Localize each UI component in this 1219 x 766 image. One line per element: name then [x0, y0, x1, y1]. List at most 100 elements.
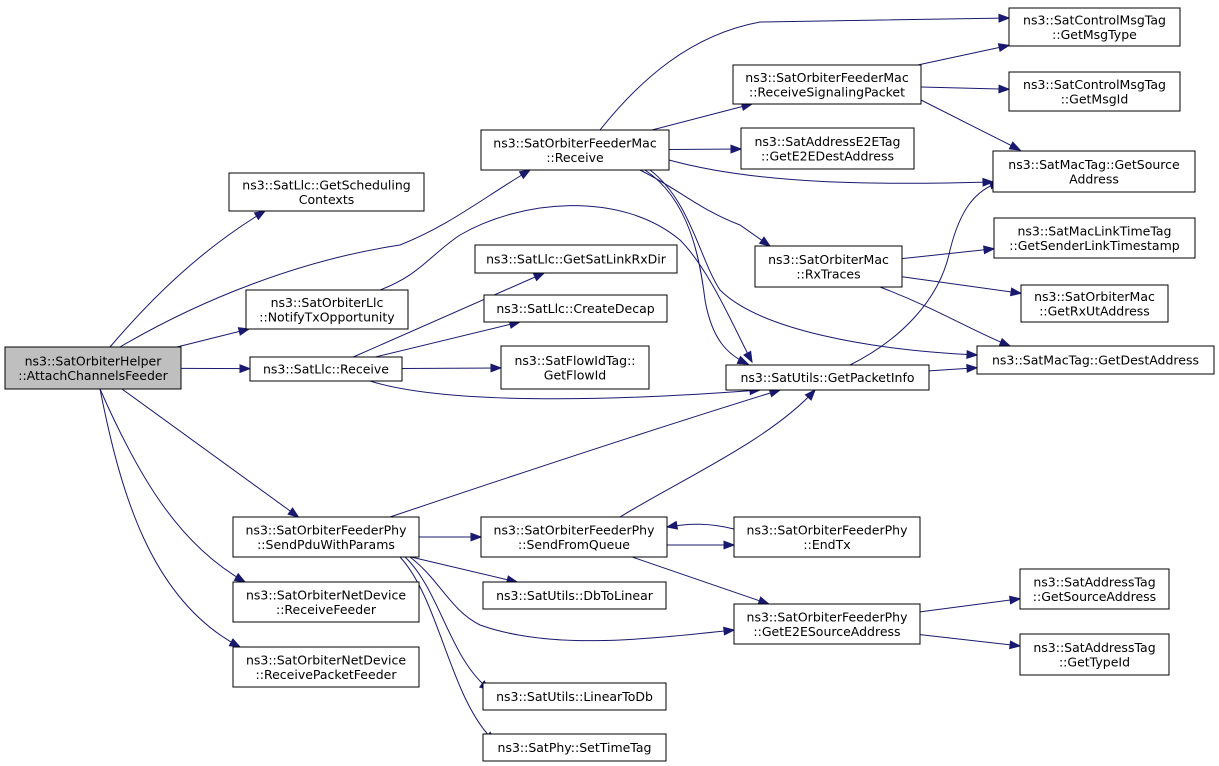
- node-label: ns3::SatMacTag::GetSource: [1008, 157, 1180, 172]
- edge-feedermac_recvsignaling-to-mactag_getsource: [920, 99, 1022, 151]
- node-feederphy-endtx[interactable]: ns3::SatOrbiterFeederPhy::EndTx: [733, 516, 921, 558]
- edge-orbitermac_rxtraces-to-maclinktimetag_getsender: [901, 245, 996, 260]
- edge-line: [119, 169, 531, 348]
- node-flowidtag-getflowid[interactable]: ns3::SatFlowIdTag::GetFlowId: [500, 345, 650, 390]
- node-box: [1008, 71, 1181, 112]
- node-utils-getpacketinfo[interactable]: ns3::SatUtils::GetPacketInfo: [725, 364, 930, 391]
- arrowhead: [757, 596, 771, 605]
- node-label: ns3::SatLlc::GetScheduling: [242, 177, 410, 192]
- node-llc-notify[interactable]: ns3::SatOrbiterLlc::NotifyTxOpportunity: [245, 289, 409, 330]
- arrowhead: [723, 540, 736, 550]
- node-llc-receive[interactable]: ns3::SatLlc::Receive: [249, 356, 403, 382]
- node-mactag-getdest[interactable]: ns3::SatMacTag::GetDestAddress: [976, 345, 1215, 375]
- node-ctrlmsgtag-getmsgid[interactable]: ns3::SatControlMsgTag::GetMsgId: [1008, 71, 1181, 112]
- node-box: [976, 345, 1215, 375]
- node-box: [249, 356, 403, 382]
- node-label: ns3::SatOrbiterMac: [768, 252, 889, 267]
- edge-feederphy_gete2esource-to-addrtag_getsource: [919, 595, 1022, 613]
- edge-feederphy_sendfromqueue-to-utils_getpacketinfo: [619, 388, 816, 518]
- arrowhead: [1009, 287, 1023, 297]
- node-orbitermac-rxtraces[interactable]: ns3::SatOrbiterMac::RxTraces: [754, 245, 903, 288]
- node-box: [232, 646, 420, 688]
- node-addrtag-getsource[interactable]: ns3::SatAddressTag::GetSourceAddress: [1019, 568, 1170, 610]
- node-addrtag-gettypeid[interactable]: ns3::SatAddressTag::GetTypeId: [1019, 633, 1170, 676]
- node-root[interactable]: ns3::SatOrbiterHelper::AttachChannelsFee…: [4, 346, 182, 390]
- edge-line: [379, 205, 753, 363]
- node-box: [480, 516, 668, 558]
- node-label: ::GetSourceAddress: [1033, 589, 1156, 604]
- node-label: ns3::SatOrbiterNetDevice: [246, 652, 406, 667]
- node-utils-lineartodb[interactable]: ns3::SatUtils::LinearToDb: [482, 682, 667, 711]
- arrowhead: [233, 572, 247, 583]
- edge-line: [409, 556, 735, 642]
- node-label: ns3::SatAddressTag: [1033, 574, 1155, 589]
- arrowhead: [518, 169, 532, 180]
- edge-root-to-llc_receive: [180, 364, 252, 374]
- edge-line: [353, 272, 545, 358]
- node-feedermac-receive[interactable]: ns3::SatOrbiterFeederMac::Receive: [480, 129, 670, 171]
- node-box: [228, 172, 425, 212]
- node-box: [993, 217, 1196, 259]
- edge-root-to-llc_notify: [176, 327, 251, 348]
- node-feederphy-sendpdu[interactable]: ns3::SatOrbiterFeederPhy::SendPduWithPar…: [232, 516, 420, 558]
- edge-line: [668, 159, 994, 184]
- edge-feedermac_receive-to-mactag_getsource: [668, 159, 995, 187]
- node-label: ::GetMsgType: [1052, 27, 1137, 42]
- node-maclinktimetag-getsender[interactable]: ns3::SatMacLinkTimeTag::GetSenderLinkTim…: [993, 217, 1196, 259]
- node-llc-getsatlinkrxdir[interactable]: ns3::SatLlc::GetSatLinkRxDir: [474, 244, 678, 274]
- node-llc-createdecap[interactable]: ns3::SatLlc::CreateDecap: [483, 294, 668, 323]
- node-box: [480, 129, 670, 171]
- arrowhead: [665, 520, 679, 530]
- node-box: [500, 345, 650, 390]
- node-addre2etag-getdest[interactable]: ns3::SatAddressE2ETag::GetE2EDestAddress: [740, 127, 915, 170]
- node-label: ::RxTraces: [796, 266, 860, 281]
- node-feederphy-sendfromqueue[interactable]: ns3::SatOrbiterFeederPhy::SendFromQueue: [480, 516, 668, 558]
- node-label: ns3::SatOrbiterMac: [1034, 289, 1155, 304]
- edge-llc_receive-to-llc_getsatlinkrxdir: [353, 272, 546, 358]
- node-phy-settimetag[interactable]: ns3::SatPhy::SetTimeTag: [482, 733, 667, 762]
- arrowhead: [470, 532, 483, 542]
- edge-feedermac_receive-to-ctrlmsgtag_getmsgtype: [599, 13, 1011, 131]
- edge-utils_getpacketinfo-to-mactag_getdest: [928, 363, 979, 373]
- node-netdev-recvfeeder[interactable]: ns3::SatOrbiterNetDevice::ReceiveFeeder: [232, 581, 420, 623]
- edge-line: [917, 44, 1010, 66]
- node-netdev-recvpacketfeeder[interactable]: ns3::SatOrbiterNetDevice::ReceivePacketF…: [232, 646, 420, 688]
- edges-layer: [99, 13, 1023, 743]
- edge-feederphy_gete2esource-to-addrtag_gettypeid: [919, 634, 1022, 650]
- edge-line: [920, 99, 1021, 151]
- node-box: [1019, 568, 1170, 610]
- arrowhead: [239, 364, 252, 374]
- node-label: ns3::SatOrbiterFeederPhy: [246, 522, 408, 537]
- node-box: [4, 346, 182, 390]
- node-label: ns3::SatLlc::Receive: [263, 362, 389, 377]
- edge-line: [651, 103, 753, 131]
- node-box: [482, 733, 667, 762]
- node-ctrlmsgtag-getmsgtype[interactable]: ns3::SatControlMsgTag::GetMsgType: [1008, 7, 1181, 47]
- edge-line: [639, 169, 771, 247]
- node-utils-dbtolinear[interactable]: ns3::SatUtils::DbToLinear: [482, 581, 667, 610]
- node-label: ns3::SatFlowIdTag::: [514, 353, 635, 368]
- node-label: ::ReceiveFeeder: [276, 602, 377, 617]
- arrowhead: [736, 355, 750, 365]
- edge-line: [879, 286, 1011, 347]
- arrowhead: [1008, 141, 1022, 151]
- edge-line: [99, 388, 241, 648]
- edge-orbitermac_rxtraces-to-orbitermac_getrxut: [901, 276, 1023, 297]
- node-orbitermac-getrxut[interactable]: ns3::SatOrbiterMac::GetRxUtAddress: [1020, 284, 1169, 323]
- node-box: [232, 581, 420, 623]
- node-label: ::GetMsgId: [1061, 91, 1129, 106]
- node-box: [992, 150, 1196, 193]
- node-label: ns3::SatLlc::GetSatLinkRxDir: [486, 252, 667, 267]
- arrowhead: [237, 327, 251, 336]
- node-feedermac-recvsignaling[interactable]: ns3::SatOrbiterFeederMac::ReceiveSignali…: [732, 64, 922, 105]
- node-feederphy-gete2esource[interactable]: ns3::SatOrbiterFeederPhy::GetE2ESourceAd…: [733, 603, 921, 645]
- edge-line: [109, 210, 266, 348]
- node-mactag-getsource[interactable]: ns3::SatMacTag::GetSourceAddress: [992, 150, 1196, 193]
- edge-line: [919, 634, 1021, 647]
- arrowhead: [253, 210, 267, 221]
- node-box: [482, 581, 667, 610]
- node-label: ns3::SatControlMsgTag: [1023, 12, 1166, 27]
- arrowhead: [490, 363, 503, 373]
